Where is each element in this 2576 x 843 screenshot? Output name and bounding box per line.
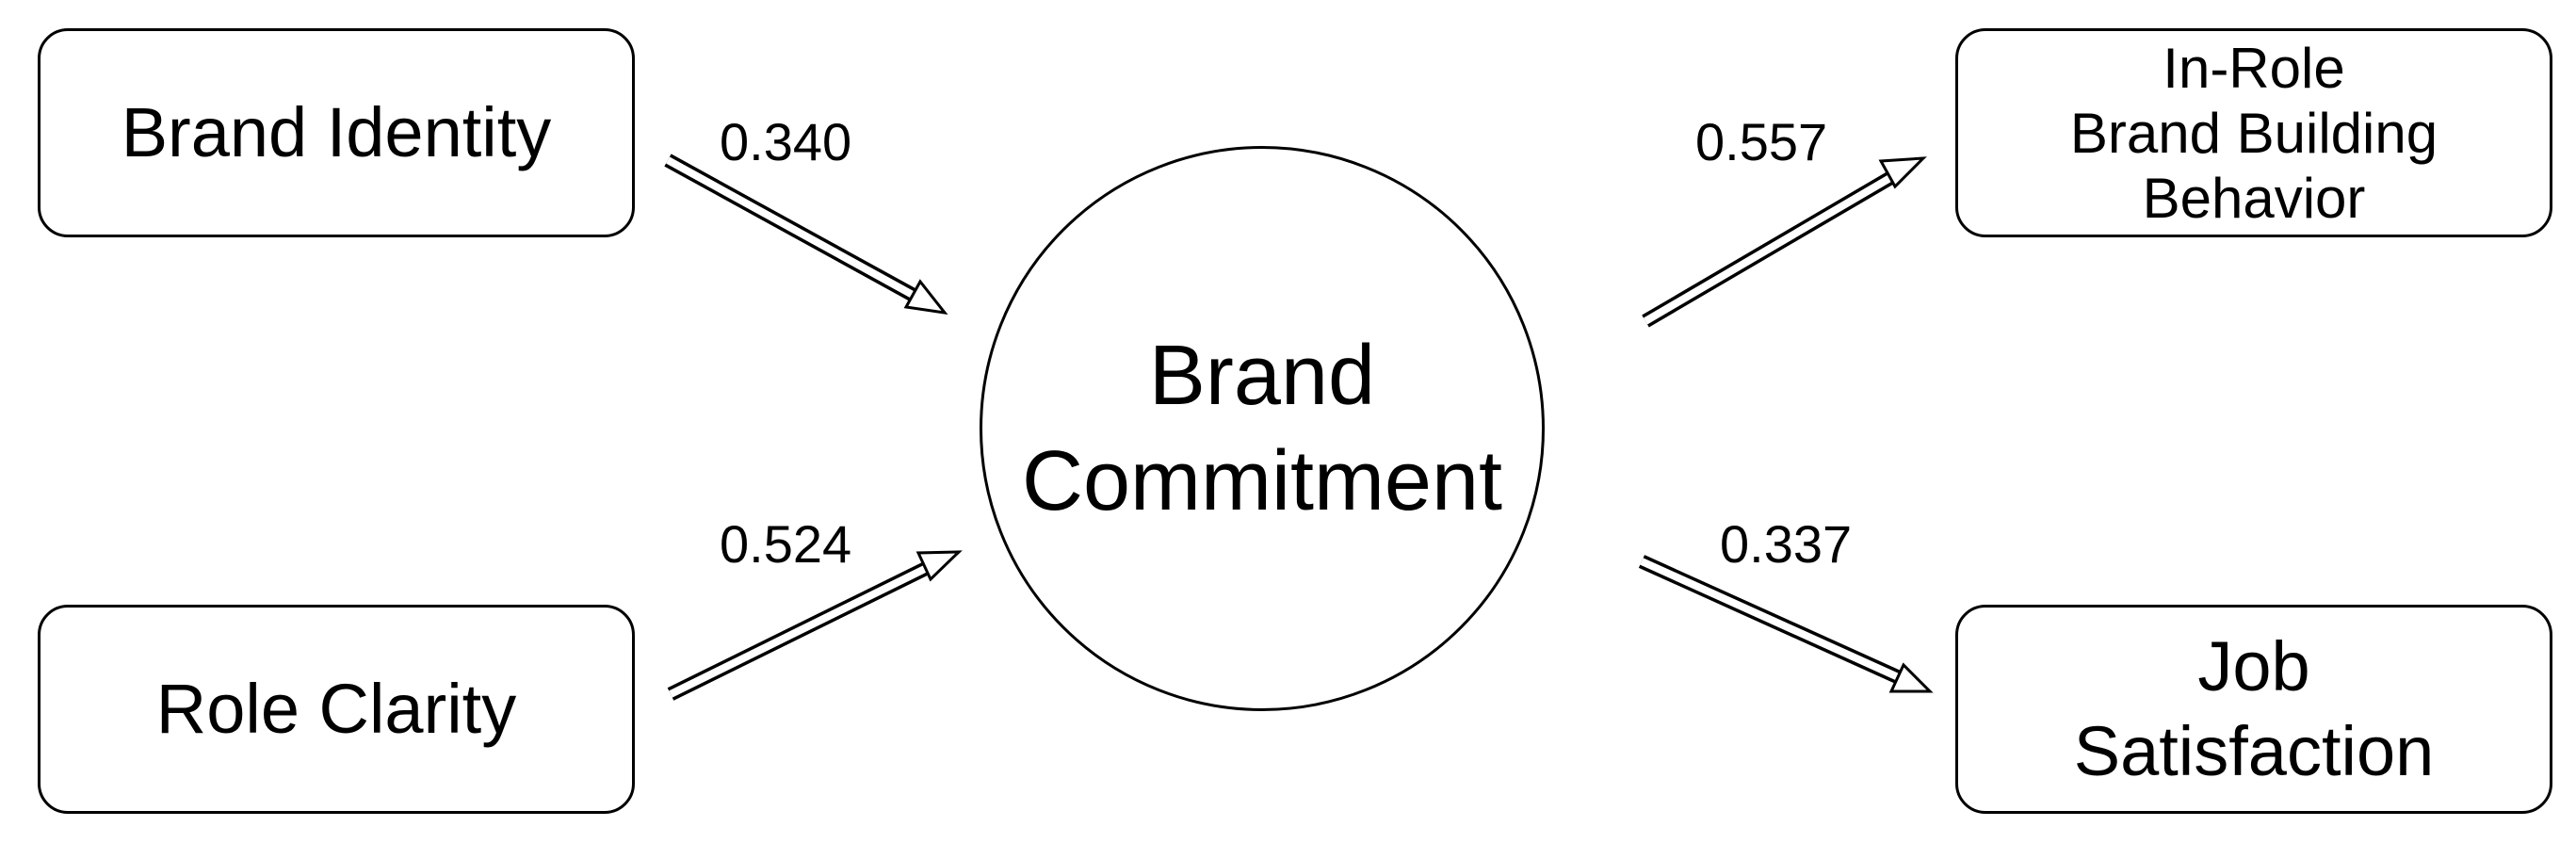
node-brand-commitment: Brand Commitment <box>980 146 1545 711</box>
arrow-commitment-to-in-role <box>1642 156 1927 328</box>
node-in-role-brand-building-behavior: In-Role Brand Building Behavior <box>1955 28 2552 237</box>
node-label: Brand Identity <box>121 92 552 171</box>
node-label-line: Behavior <box>2142 166 2366 230</box>
path-coefficient-brand-identity: 0.340 <box>720 112 852 171</box>
node-label-line: In-Role <box>2163 36 2345 100</box>
node-label-line: Brand <box>1148 328 1376 423</box>
node-role-clarity: Role Clarity <box>38 605 635 814</box>
node-label-line: Satisfaction <box>2073 712 2435 790</box>
arrow-brand-identity-to-commitment <box>664 154 948 316</box>
node-label-line: Commitment <box>1021 434 1503 528</box>
node-label-line: Brand Building <box>2069 101 2438 165</box>
node-brand-identity: Brand Identity <box>38 28 635 237</box>
path-coefficient-job-satisfaction: 0.337 <box>1720 514 1853 574</box>
path-coefficient-in-role: 0.557 <box>1695 112 1828 171</box>
node-label-line: Job <box>2197 626 2310 705</box>
path-coefficient-role-clarity: 0.524 <box>720 514 852 574</box>
node-job-satisfaction: Job Satisfaction <box>1955 605 2552 814</box>
arrow-commitment-to-job-satisfaction <box>1638 555 1934 693</box>
arrow-role-clarity-to-commitment <box>667 550 963 701</box>
node-label: Role Clarity <box>155 669 517 748</box>
